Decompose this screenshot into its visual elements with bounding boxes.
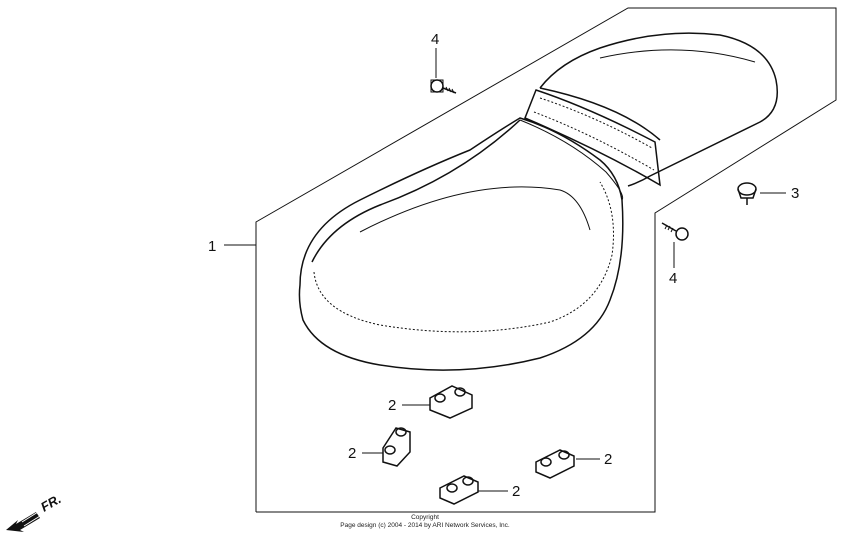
collar-3[interactable] [535, 449, 575, 479]
callout-3[interactable]: 3 [791, 185, 799, 202]
copyright-line-2: Page design (c) 2004 - 2014 by ARI Netwo… [340, 522, 510, 529]
bolt-upper[interactable] [430, 79, 457, 94]
direction-label: FR. [38, 491, 64, 514]
callout-4-lower[interactable]: 4 [669, 270, 677, 287]
bolt-lower[interactable] [661, 222, 689, 241]
callout-2-a[interactable]: 2 [388, 397, 396, 414]
callout-2-c[interactable]: 2 [604, 451, 612, 468]
collar-4[interactable] [439, 475, 479, 505]
callout-2-d[interactable]: 2 [512, 483, 520, 500]
callout-4-upper[interactable]: 4 [431, 31, 439, 48]
seat-assembly[interactable] [298, 32, 778, 371]
callout-1[interactable]: 1 [208, 238, 216, 255]
copyright-line-1: Copyright [411, 514, 439, 521]
callout-2-b[interactable]: 2 [348, 445, 356, 462]
front-direction-arrow-icon [6, 511, 42, 532]
assembly-frame [255, 7, 837, 513]
cap-part[interactable] [737, 182, 757, 205]
collar-1[interactable] [429, 385, 473, 419]
collar-2[interactable] [382, 427, 411, 467]
